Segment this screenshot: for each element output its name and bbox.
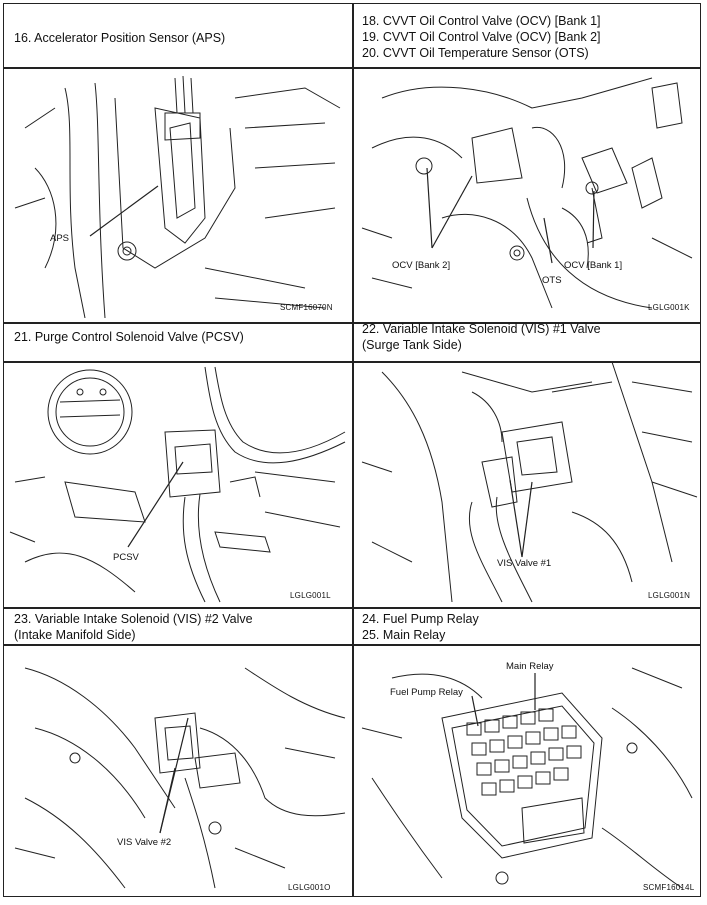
cvvt-illustration: OCV [Bank 2] OTS OCV [Bank 1]	[352, 68, 700, 318]
aps-leader-line	[90, 186, 158, 236]
title-line: 21. Purge Control Solenoid Valve (PCSV)	[14, 330, 244, 344]
cell-title-cvvt: 18. CVVT Oil Control Valve (OCV) [Bank 1…	[362, 13, 601, 61]
aps-label: APS	[50, 233, 69, 244]
component-location-table	[3, 3, 701, 897]
cell-title-vis2: 23. Variable Intake Solenoid (VIS) #2 Va…	[14, 611, 253, 643]
vis1-leader-line	[510, 480, 522, 557]
ocv-bank2-leader	[427, 168, 432, 248]
vis2-leader-line	[160, 768, 175, 833]
ocv-bank2-leader	[432, 176, 472, 248]
ots-leader-line	[544, 218, 552, 263]
ocv-bank2-label: OCV [Bank 2]	[392, 260, 450, 271]
pcsv-illustration: PCSV	[5, 362, 348, 603]
ots-label: OTS	[542, 275, 562, 286]
pcsv-leader-line	[128, 462, 183, 547]
row-divider	[4, 607, 700, 609]
row-divider	[4, 67, 700, 69]
figure-code: SCMF16014L	[643, 883, 695, 892]
cell-title-relays: 24. Fuel Pump Relay 25. Main Relay	[362, 611, 479, 643]
fuel-pump-relay-leader	[472, 696, 478, 726]
title-line: 20. CVVT Oil Temperature Sensor (OTS)	[362, 46, 589, 60]
ocv-bank1-label: OCV [Bank 1]	[564, 260, 622, 271]
title-line: 22. Variable Intake Solenoid (VIS) #1 Va…	[362, 322, 601, 336]
vis1-illustration: VIS Valve #1	[352, 362, 700, 603]
figure-code: LGLG001L	[290, 591, 331, 600]
title-line: (Intake Manifold Side)	[14, 628, 136, 642]
fuel-pump-relay-label: Fuel Pump Relay	[390, 687, 463, 698]
title-line: 16. Accelerator Position Sensor (APS)	[14, 31, 226, 45]
relay-grid	[467, 709, 581, 795]
row-divider	[4, 644, 700, 646]
ocv-bank1-leader	[593, 191, 594, 248]
cell-title-pcsv: 21. Purge Control Solenoid Valve (PCSV)	[14, 329, 244, 345]
cell-title-vis1: 22. Variable Intake Solenoid (VIS) #1 Va…	[362, 321, 601, 353]
main-relay-label: Main Relay	[506, 661, 554, 672]
pcsv-label: PCSV	[113, 552, 140, 563]
cell-title-aps: 16. Accelerator Position Sensor (APS)	[14, 30, 225, 46]
row-divider	[4, 322, 700, 324]
figure-code: LGLG001K	[648, 303, 690, 312]
title-line: (Surge Tank Side)	[362, 338, 462, 352]
figure-code: SCMF16070N	[280, 303, 333, 312]
relays-illustration: Main Relay Fuel Pump Relay	[352, 661, 700, 896]
title-line: 19. CVVT Oil Control Valve (OCV) [Bank 2…	[362, 30, 601, 44]
aps-illustration: APS	[5, 68, 348, 318]
vis2-label: VIS Valve #2	[117, 837, 171, 848]
vis1-leader-line	[522, 482, 532, 557]
figure-code: LGLG001N	[648, 591, 691, 600]
vis2-illustration: VIS Valve #2	[5, 648, 348, 896]
title-line: 23. Variable Intake Solenoid (VIS) #2 Va…	[14, 612, 253, 626]
title-line: 18. CVVT Oil Control Valve (OCV) [Bank 1…	[362, 14, 601, 28]
column-divider	[352, 4, 354, 896]
vis1-label: VIS Valve #1	[497, 558, 551, 569]
figure-code: LGLG001O	[288, 883, 331, 892]
title-line: 25. Main Relay	[362, 628, 446, 642]
title-line: 24. Fuel Pump Relay	[362, 612, 479, 626]
row-divider	[4, 361, 700, 363]
